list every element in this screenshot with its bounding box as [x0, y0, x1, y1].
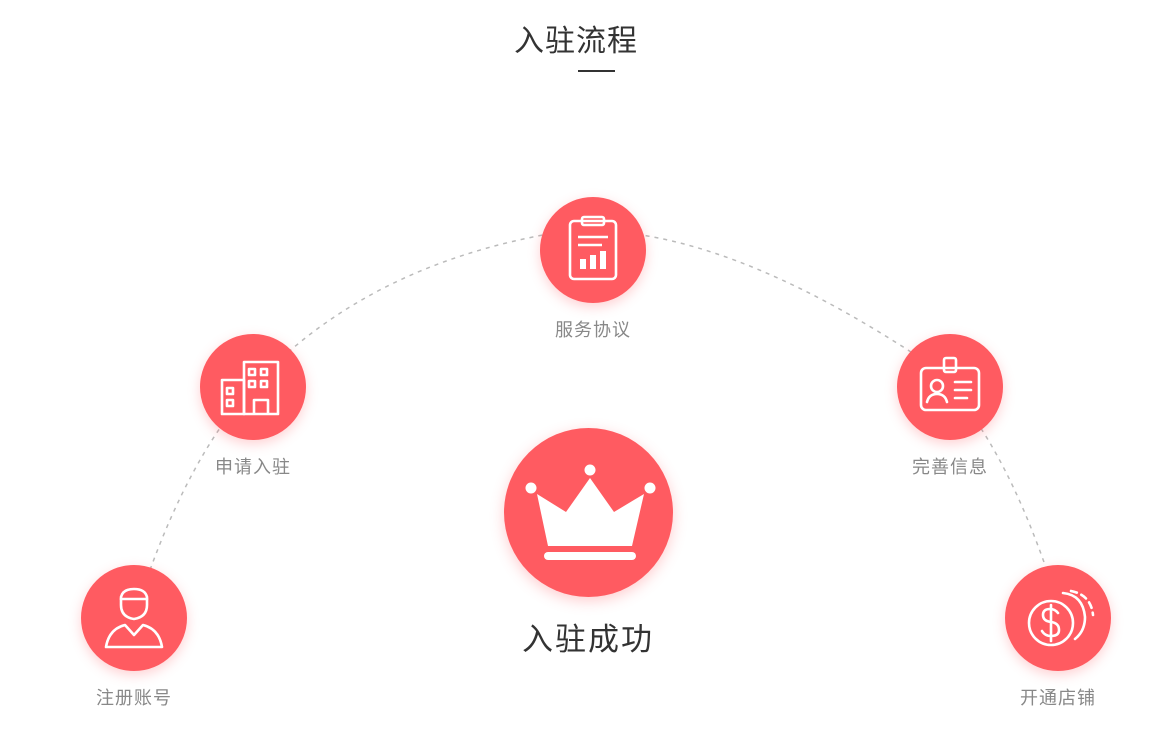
- step-service-agreement[interactable]: [540, 197, 646, 303]
- title-underline: [578, 70, 615, 72]
- clipboard-chart-icon: [568, 215, 618, 281]
- step-complete-info[interactable]: [897, 334, 1003, 440]
- success-label: 入驻成功: [522, 622, 654, 658]
- step-register-account[interactable]: [81, 565, 187, 671]
- step-label-register-account: 注册账号: [96, 688, 172, 709]
- step-label-service-agreement: 服务协议: [555, 320, 631, 341]
- step-label-apply-settle: 申请入驻: [215, 457, 291, 478]
- coins-dollar-icon: [1027, 589, 1095, 647]
- id-badge-icon: [919, 356, 981, 412]
- step-label-complete-info: 完善信息: [912, 457, 988, 478]
- building-icon: [220, 360, 280, 416]
- step-apply-settle[interactable]: [200, 334, 306, 440]
- page-title: 入驻流程: [514, 24, 638, 59]
- person-icon: [104, 587, 164, 649]
- success-badge: [504, 428, 673, 597]
- step-label-open-store: 开通店铺: [1020, 688, 1096, 709]
- step-open-store[interactable]: [1005, 565, 1111, 671]
- crown-icon: [525, 464, 656, 560]
